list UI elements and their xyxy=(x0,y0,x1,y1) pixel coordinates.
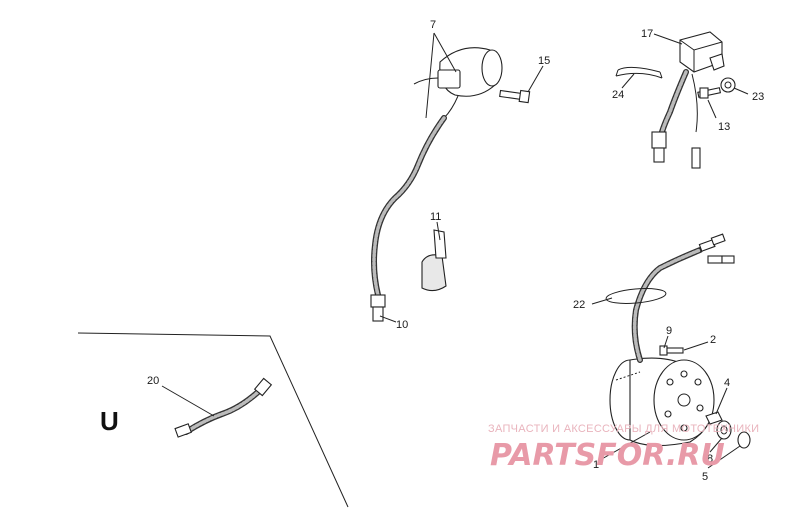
variant-boundary-line xyxy=(77,332,349,508)
callout-22: 22 xyxy=(573,299,585,311)
callout-10: 10 xyxy=(396,319,408,331)
spark-plug xyxy=(421,229,447,292)
cdi-ground-wire xyxy=(691,73,698,133)
stator-harness xyxy=(631,247,703,363)
stator-screw xyxy=(659,345,684,356)
callout-17: 17 xyxy=(641,28,653,40)
variant-label: U xyxy=(100,406,119,436)
cdi-washer xyxy=(720,77,736,93)
callout-24: 24 xyxy=(612,89,624,101)
watermark-brand: PARTSFOR.RU xyxy=(490,438,725,473)
stator-assembly xyxy=(609,357,715,447)
callout-9: 9 xyxy=(666,325,672,337)
ignition-coil xyxy=(413,47,503,119)
callout-13: 13 xyxy=(718,121,730,133)
leader-lines xyxy=(161,32,749,469)
callout-2: 2 xyxy=(710,334,716,346)
callout-20: 20 xyxy=(147,375,159,387)
coil-bolt xyxy=(499,89,531,104)
cable-tie xyxy=(605,288,667,304)
cdi-connector xyxy=(651,131,667,163)
rotor-nut-set xyxy=(705,411,751,449)
watermark-caption: ЗАПЧАСТИ И АКСЕССУАРЫ ДЛЯ МОТОТЕХНИКИ xyxy=(488,423,759,435)
cdi-terminal xyxy=(691,147,701,169)
callout-11: 11 xyxy=(430,211,441,223)
callout-4: 4 xyxy=(724,377,730,389)
cdi-unit xyxy=(679,31,725,73)
spark-plug-cap xyxy=(370,294,386,322)
cdi-bolt xyxy=(697,87,722,99)
callout-15: 15 xyxy=(538,55,550,67)
jumper-lead xyxy=(174,377,273,438)
callout-1: 1 xyxy=(593,459,599,471)
callout-7: 7 xyxy=(430,19,436,31)
cdi-bracket-strap xyxy=(615,66,663,79)
callout-23: 23 xyxy=(752,91,764,103)
harness-connectors xyxy=(698,233,735,264)
callout-8: 8 xyxy=(707,453,713,465)
callout-5: 5 xyxy=(702,471,708,483)
